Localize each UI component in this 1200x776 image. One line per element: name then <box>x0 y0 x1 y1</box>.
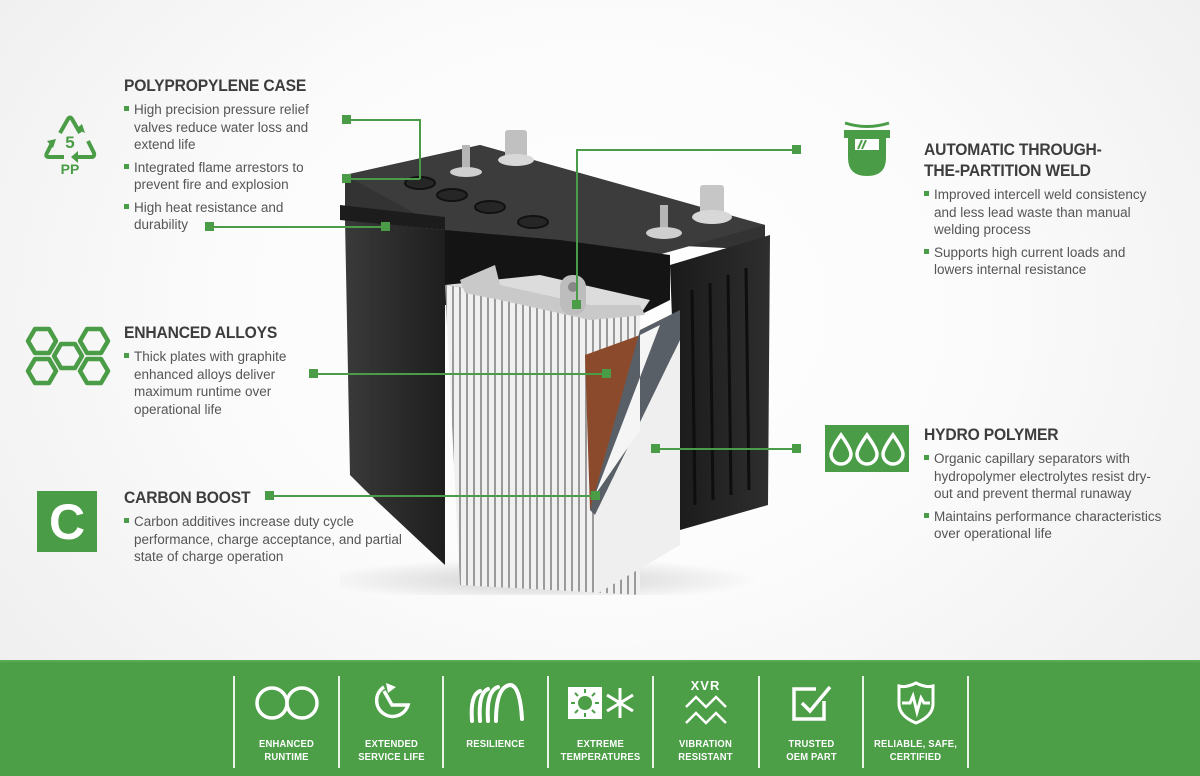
coil-spring-icon <box>443 676 548 730</box>
bullet-item: Improved intercell weld consistency and … <box>924 186 1164 239</box>
feature-title: POLYPROPYLENE CASE <box>124 76 307 95</box>
welding-mask-icon <box>840 120 894 178</box>
battery-infographic: 5 PP POLYPROPYLENE CASE High precision p… <box>25 75 1164 602</box>
divider <box>758 676 760 768</box>
bullet-item: High heat resistance and durability <box>124 199 339 234</box>
feature-polypropylene-case: POLYPROPYLENE CASE High precision pressu… <box>124 75 339 239</box>
badge-extended-service-life: EXTENDED SERVICE LIFE <box>339 676 444 768</box>
bullet-item: Thick plates with graphite enhanced allo… <box>124 348 324 418</box>
divider <box>862 676 864 768</box>
svg-text:5: 5 <box>65 133 74 152</box>
carbon-c-icon: C <box>37 491 97 552</box>
badge-reliable-safe-certified: RELIABLE, SAFE, CERTIFIED <box>863 676 968 768</box>
recycle-pp-5-icon: 5 PP <box>38 103 102 177</box>
badge-trusted-oem-part: TRUSTED OEM PART <box>759 676 864 768</box>
badge-enhanced-runtime: ENHANCED RUNTIME <box>234 676 339 768</box>
badge-vibration-resistant: XVR VIBRATION RESISTANT <box>653 676 758 768</box>
feature-bullets: Carbon additives increase duty cycle per… <box>124 513 404 566</box>
checkbox-icon <box>759 676 864 730</box>
feature-bullets: High precision pressure relief valves re… <box>124 101 339 234</box>
water-drops-icon <box>825 425 909 472</box>
divider <box>233 676 235 768</box>
feature-title-line1: AUTOMATIC THROUGH- <box>924 140 1102 159</box>
infinity-icon <box>234 676 339 730</box>
shield-heartbeat-icon <box>863 676 968 730</box>
feature-carbon-boost: CARBON BOOST Carbon additives increase d… <box>124 487 404 571</box>
feature-badges-bar: ENHANCED RUNTIME EXTENDED SERVICE LIFE R… <box>0 660 1200 776</box>
feature-title: ENHANCED ALLOYS <box>124 323 278 342</box>
bullet-item: Supports high current loads and lowers i… <box>924 244 1164 279</box>
bullet-item: High precision pressure relief valves re… <box>124 101 339 154</box>
hexagon-grid-icon <box>25 326 111 386</box>
divider <box>338 676 340 768</box>
feature-bullets: Improved intercell weld consistency and … <box>924 186 1164 279</box>
sun-snowflake-icon <box>548 676 653 730</box>
divider <box>652 676 654 768</box>
bullet-item: Integrated flame arrestors to prevent fi… <box>124 159 339 194</box>
badge-resilience: RESILIENCE <box>443 676 548 768</box>
feature-bullets: Thick plates with graphite enhanced allo… <box>124 348 324 418</box>
bullet-item: Organic capillary separators with hydrop… <box>924 450 1164 503</box>
feature-bullets: Organic capillary separators with hydrop… <box>924 450 1164 543</box>
feature-title-line2: THE-PARTITION WELD <box>924 161 1091 180</box>
bullet-item: Carbon additives increase duty cycle per… <box>124 513 404 566</box>
bullet-item: Maintains performance characteristics ov… <box>924 508 1164 543</box>
divider <box>967 676 969 768</box>
divider <box>442 676 444 768</box>
xvr-waves-icon: XVR <box>653 676 758 730</box>
svg-text:PP: PP <box>61 161 80 175</box>
feature-title: CARBON BOOST <box>124 488 251 507</box>
feature-through-partition-weld: AUTOMATIC THROUGH- THE-PARTITION WELD Im… <box>924 139 1164 284</box>
feature-enhanced-alloys: ENHANCED ALLOYS Thick plates with graphi… <box>124 322 324 423</box>
feature-title: HYDRO POLYMER <box>924 425 1059 444</box>
feature-hydro-polymer: HYDRO POLYMER Organic capillary separato… <box>924 424 1164 548</box>
badge-extreme-temperatures: EXTREME TEMPERATURES <box>548 676 653 768</box>
refresh-clock-icon <box>339 676 444 730</box>
divider <box>547 676 549 768</box>
battery-cutaway-illustration <box>320 125 770 602</box>
